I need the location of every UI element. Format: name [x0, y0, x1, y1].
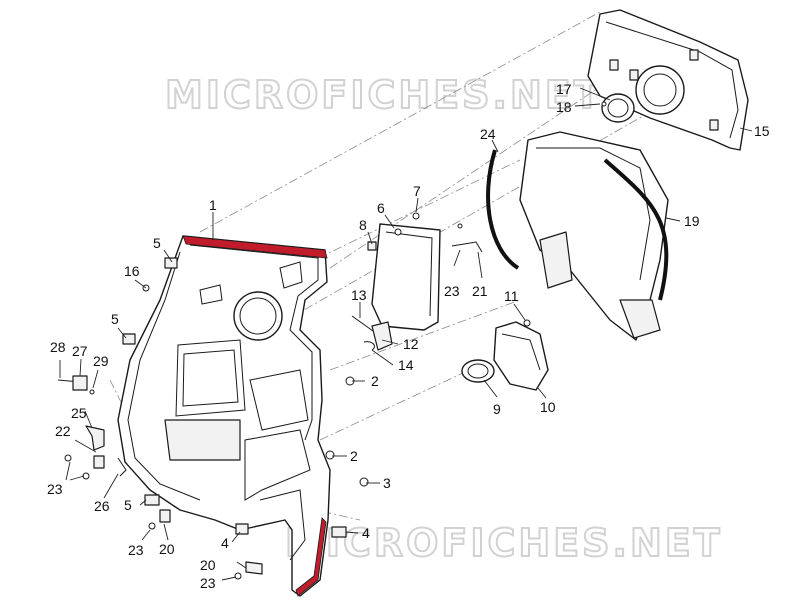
callout-21: 21	[472, 283, 488, 299]
callout-23-bottom: 23	[128, 542, 144, 558]
callout-24: 24	[480, 126, 496, 142]
callout-11: 11	[504, 288, 519, 304]
callout-5-top: 5	[153, 235, 161, 251]
callout-4-left: 4	[221, 535, 229, 551]
seal-ring-part	[461, 359, 495, 383]
callout-20-upper: 20	[159, 541, 175, 557]
red-trim-parts	[182, 235, 328, 597]
callout-18: 18	[556, 99, 572, 115]
callout-19: 19	[684, 213, 700, 229]
callout-5-middle: 5	[111, 311, 119, 327]
callout-23-left: 23	[47, 481, 63, 497]
callout-9: 9	[493, 401, 501, 417]
watermark-bottom: MICROFICHES.NET	[285, 521, 723, 565]
watermark-top: MICROFICHES.NET	[165, 73, 603, 117]
callout-15: 15	[754, 123, 770, 139]
callout-1: 1	[209, 197, 217, 213]
callout-17: 17	[556, 81, 572, 97]
callout-16: 16	[124, 263, 140, 279]
duct-part	[493, 321, 549, 391]
callout-25: 25	[71, 405, 87, 421]
callout-7: 7	[413, 183, 421, 199]
callout-2-lower: 2	[350, 448, 358, 464]
ring-part	[601, 93, 635, 123]
callout-20-lower: 20	[200, 557, 216, 573]
rear-panel-part	[587, 9, 749, 151]
callout-29: 29	[93, 353, 109, 369]
callout-14: 14	[398, 357, 414, 373]
callout-26: 26	[94, 498, 110, 514]
callout-5-bottom: 5	[124, 497, 132, 513]
callout-23-center: 23	[444, 283, 460, 299]
leg-shield-part	[117, 235, 331, 597]
callout-6: 6	[377, 200, 385, 216]
callout-28: 28	[50, 339, 66, 355]
callout-13: 13	[351, 287, 367, 303]
callout-22: 22	[55, 423, 71, 439]
hardware-items	[57, 101, 607, 580]
glovebox-part	[519, 131, 669, 341]
leader-lines	[59, 87, 753, 581]
callout-4-right: 4	[362, 525, 370, 541]
callout-2-upper: 2	[371, 373, 379, 389]
callout-10: 10	[540, 399, 556, 415]
callout-12: 12	[403, 336, 419, 352]
callout-27: 27	[72, 343, 88, 359]
callout-3: 3	[383, 475, 391, 491]
glovebox-door-part	[371, 223, 441, 331]
trim-strip-part	[486, 149, 669, 301]
callout-23-lowest: 23	[200, 575, 216, 591]
callout-8: 8	[359, 217, 367, 233]
callout-labels: 1 2 2 3 4 4 5 5 5 6 7 8 9 10 11 12 13 14…	[47, 81, 770, 591]
